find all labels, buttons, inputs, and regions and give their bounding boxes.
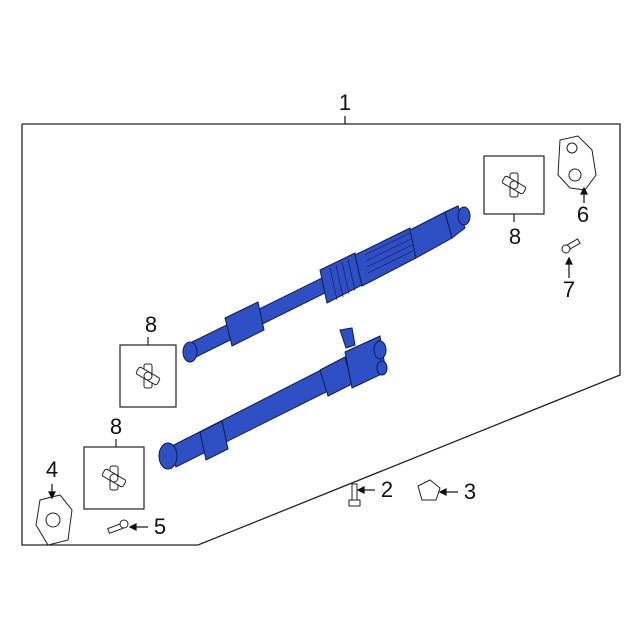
leader-arrows xyxy=(48,186,588,531)
callout-4: 4 xyxy=(45,457,59,482)
u-joint-crosses xyxy=(101,172,527,491)
callout-6: 6 xyxy=(576,202,590,227)
callout-2: 2 xyxy=(380,477,394,502)
callout-1: 1 xyxy=(338,90,352,115)
callout-7: 7 xyxy=(562,277,576,302)
callout-8-middle-left: 8 xyxy=(144,312,158,337)
upper-drive-shaft xyxy=(182,205,471,363)
callout-3: 3 xyxy=(463,479,477,504)
callout-8-upper-right: 8 xyxy=(508,224,522,249)
callout-5: 5 xyxy=(153,514,167,539)
lower-drive-shaft xyxy=(158,327,388,470)
assembly-frame xyxy=(21,116,621,546)
callout-8-lower-left: 8 xyxy=(109,414,123,439)
u-joint-kit-boxes xyxy=(83,155,545,510)
small-parts xyxy=(35,135,597,546)
